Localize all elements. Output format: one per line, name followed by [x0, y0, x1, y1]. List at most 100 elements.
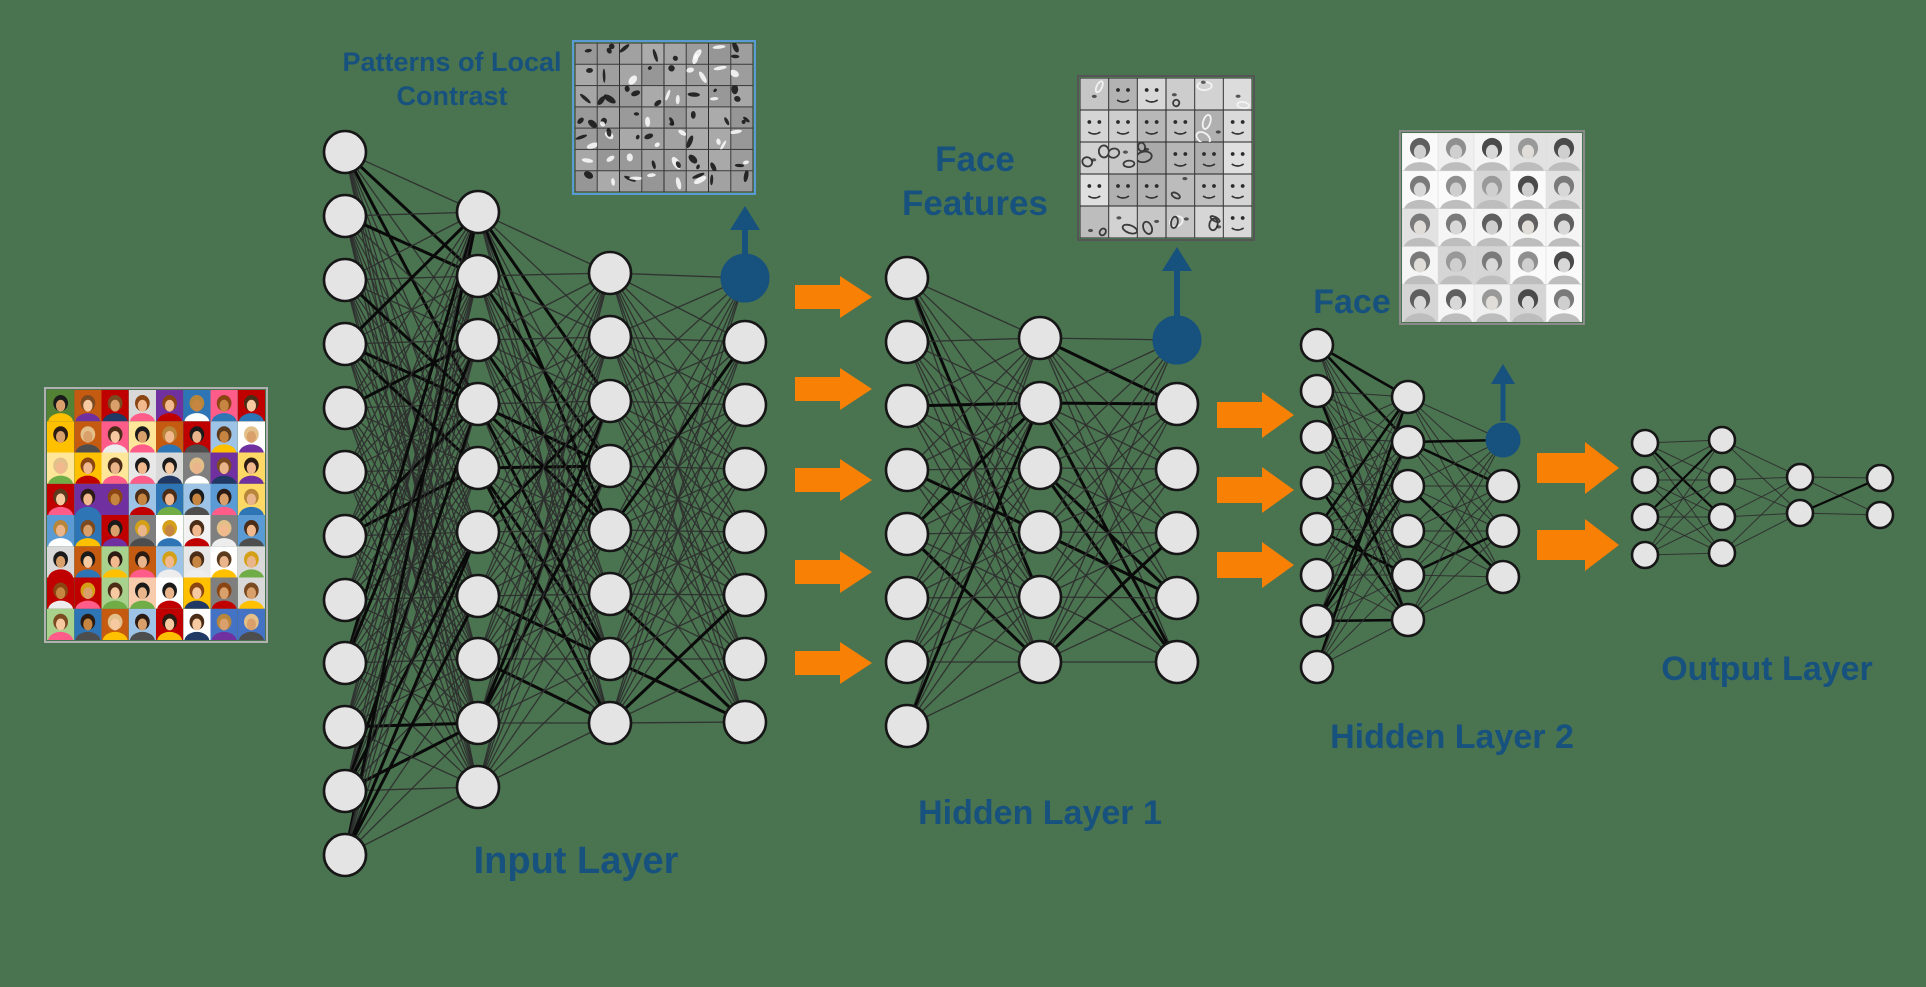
neuron — [1630, 540, 1660, 570]
neuron — [1017, 639, 1063, 685]
neuron — [1154, 510, 1200, 556]
neuron — [322, 129, 368, 175]
neuron — [884, 255, 930, 301]
neuron — [322, 193, 368, 239]
neuron — [587, 250, 633, 296]
neuron — [1630, 428, 1660, 458]
neuron — [455, 636, 501, 682]
neuron — [322, 768, 368, 814]
neuron — [722, 636, 768, 682]
neuron — [1707, 538, 1737, 568]
neuron — [1785, 498, 1815, 528]
neuron — [1017, 509, 1063, 555]
right-arrow-icon — [795, 551, 872, 593]
neuron — [1299, 557, 1335, 593]
neuron — [1299, 511, 1335, 547]
right-arrow-icon — [1217, 467, 1294, 513]
neuron — [587, 507, 633, 553]
face-features-image — [1077, 75, 1255, 241]
neuron — [455, 381, 501, 427]
neuron — [1485, 513, 1521, 549]
neuron — [1154, 639, 1200, 685]
right-arrow-icon — [795, 459, 872, 501]
neuron — [587, 443, 633, 489]
neuron — [1785, 462, 1815, 492]
neuron — [1299, 465, 1335, 501]
neuron — [1707, 465, 1737, 495]
hidden-layer-2-label: Hidden Layer 2 — [1330, 718, 1574, 756]
neuron — [1154, 575, 1200, 621]
neuron — [1299, 373, 1335, 409]
neuron — [455, 189, 501, 235]
input-faces-collage — [44, 387, 268, 643]
neuron — [1865, 500, 1895, 530]
arrows-input-to-hidden1 — [795, 276, 872, 684]
input-layer-network — [322, 129, 770, 878]
arrows-hidden1-to-hidden2 — [1217, 392, 1294, 588]
output-layer-label: Output Layer — [1661, 650, 1873, 688]
neuron — [587, 636, 633, 682]
neuron — [322, 385, 368, 431]
neuron — [722, 446, 768, 492]
neuron — [1390, 379, 1426, 415]
arrows-hidden2-to-output — [1537, 442, 1619, 571]
neuron — [1707, 502, 1737, 532]
neuron — [1299, 603, 1335, 639]
output-layer-network — [1630, 425, 1895, 570]
face-image — [1399, 130, 1585, 325]
neuron — [1017, 574, 1063, 620]
neuron — [722, 699, 768, 745]
neuron — [322, 577, 368, 623]
neuron — [1299, 419, 1335, 455]
input-layer-network-up-arrow — [730, 206, 760, 254]
highlighted-neuron — [1485, 422, 1521, 458]
neuron — [1390, 513, 1426, 549]
neuron — [1390, 424, 1426, 460]
right-arrow-icon — [1217, 542, 1294, 588]
neuron — [1630, 502, 1660, 532]
patterns-of-local-contrast-label: Patterns of Local Contrast — [342, 47, 562, 111]
right-arrow-icon — [1537, 442, 1619, 494]
face-label: Face — [1313, 283, 1391, 321]
neuron — [587, 314, 633, 360]
highlighted-neuron — [720, 253, 770, 303]
neuron — [884, 511, 930, 557]
right-arrow-icon — [1537, 519, 1619, 571]
neuron — [722, 382, 768, 428]
neuron — [587, 378, 633, 424]
neuron — [1390, 468, 1426, 504]
neuron — [455, 573, 501, 619]
neuron — [1485, 468, 1521, 504]
neuron — [322, 640, 368, 686]
neuron — [1154, 381, 1200, 427]
neuron — [322, 832, 368, 878]
neuron — [322, 513, 368, 559]
neuron — [1299, 649, 1335, 685]
neuron — [455, 764, 501, 810]
highlighted-neuron — [1152, 315, 1202, 365]
neuron — [1707, 425, 1737, 455]
neuron — [455, 700, 501, 746]
hidden-layer-1-label: Hidden Layer 1 — [918, 794, 1162, 832]
neuron — [455, 317, 501, 363]
patterns-image — [572, 40, 756, 195]
neuron — [884, 447, 930, 493]
neuron — [1017, 315, 1063, 361]
neuron — [1630, 465, 1660, 495]
neuron — [1154, 446, 1200, 492]
face-features-label: Face Features — [902, 140, 1048, 223]
neuron — [322, 449, 368, 495]
neuron — [884, 703, 930, 749]
neuron — [884, 383, 930, 429]
neuron — [1017, 445, 1063, 491]
neuron — [884, 575, 930, 621]
neuron — [455, 509, 501, 555]
neuron — [587, 700, 633, 746]
right-arrow-icon — [795, 276, 872, 318]
right-arrow-icon — [795, 368, 872, 410]
neuron — [1299, 327, 1335, 363]
hidden-layer-1-network-up-arrow — [1162, 247, 1192, 316]
neuron — [884, 639, 930, 685]
